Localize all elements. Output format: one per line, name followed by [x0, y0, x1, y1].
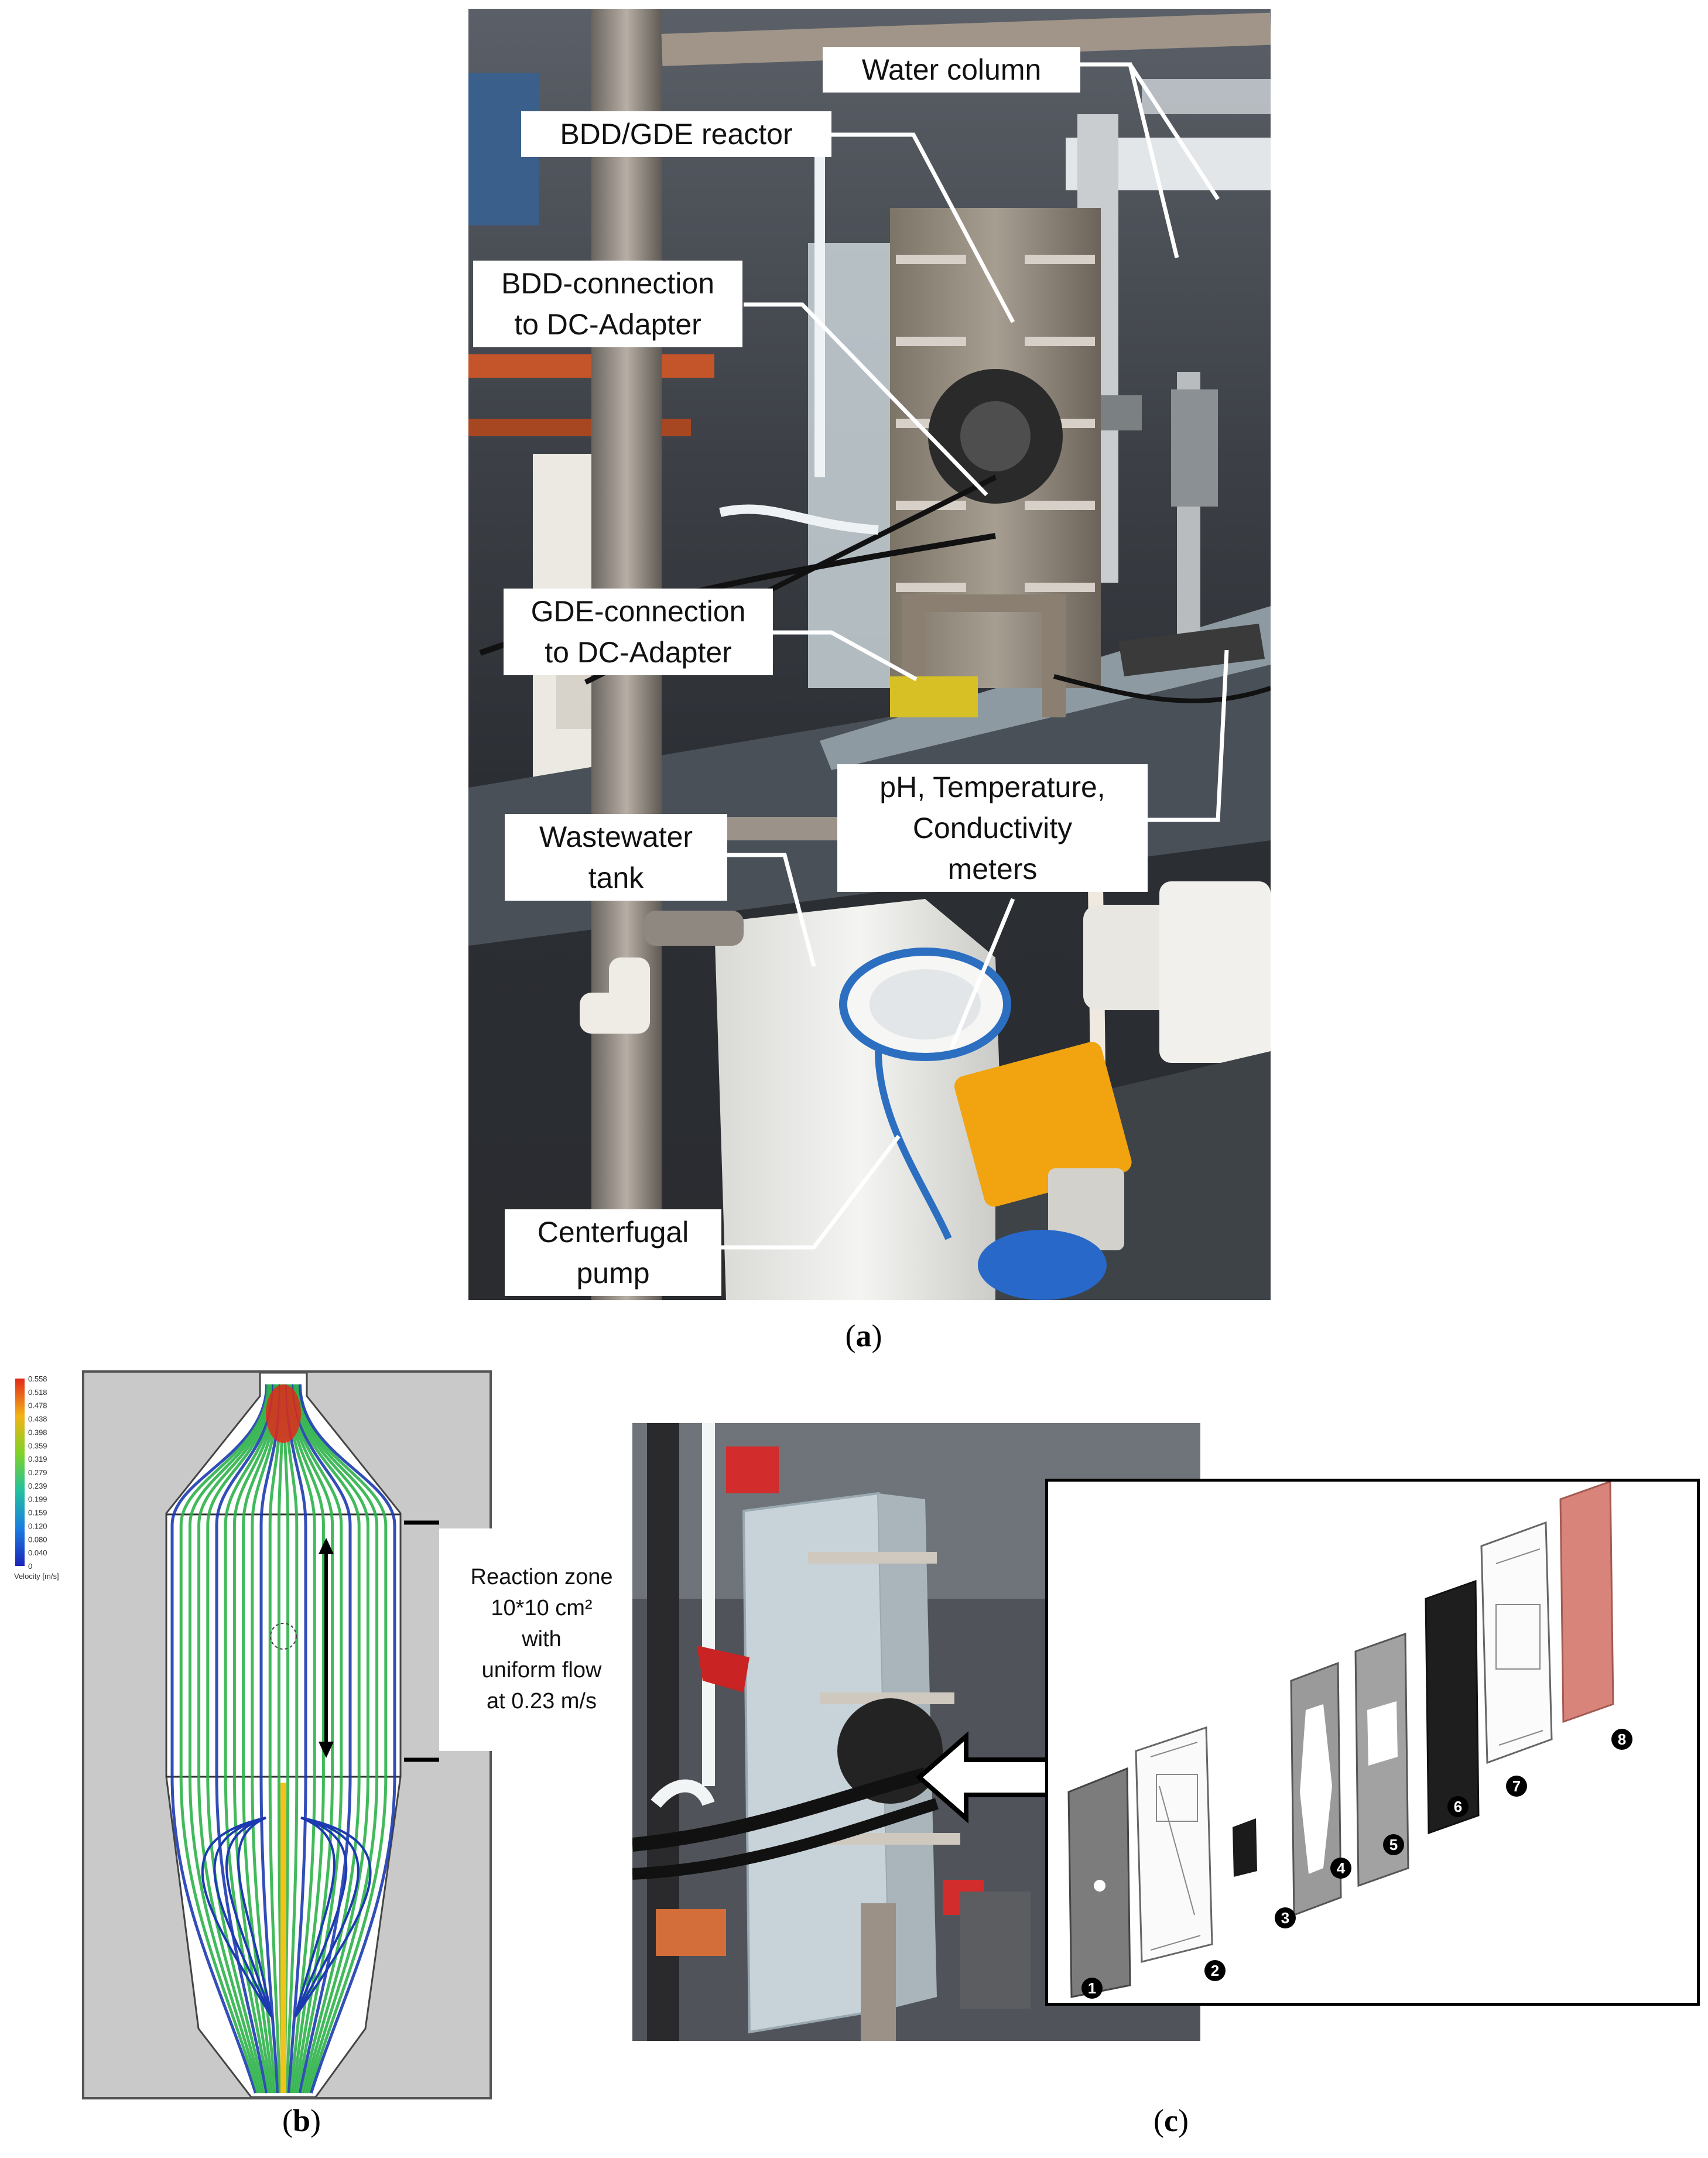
caption-b: (b): [282, 2103, 321, 2138]
recirculation-line: [201, 1817, 273, 2018]
legend-tick-label: 0.478: [28, 1401, 47, 1410]
part-number: 1: [1088, 1979, 1096, 1997]
rz-line2: 10*10 cm²: [491, 1596, 592, 1620]
streamline: [287, 1384, 325, 2094]
rz-line1: Reaction zone: [471, 1565, 613, 1589]
legend-colorbar: [15, 1379, 25, 1566]
streamline: [296, 1384, 379, 2094]
legend-tick-label: 0.199: [28, 1495, 47, 1504]
legend-tick-label: 0.040: [28, 1548, 47, 1557]
exploded-view: 1 2 3 4 5 6 7 8: [1045, 1479, 1700, 2006]
streamline: [299, 1384, 396, 2094]
label-wastewater-tank: Wastewater tank: [505, 814, 727, 901]
legend-tick-label: 0.080: [28, 1535, 47, 1544]
recirculation-line: [294, 1817, 336, 2017]
streamline: [289, 1384, 334, 2094]
part-6-gde: [1425, 1579, 1480, 1835]
part-3-electrode: [1233, 1818, 1257, 1877]
legend-tick-label: 0.319: [28, 1455, 47, 1463]
reaction-zone-callout: Reaction zone 10*10 cm² with uniform flo…: [404, 1520, 644, 1762]
legend-tick-label: 0.359: [28, 1441, 47, 1450]
rz-line4: uniform flow: [482, 1658, 602, 1682]
streamline: [293, 1384, 361, 2094]
rz-line5: at 0.23 m/s: [487, 1689, 597, 1714]
label-meters: pH, Temperature, Conductivity meters: [837, 764, 1148, 892]
streamline: [197, 1384, 272, 2094]
part-number: 5: [1389, 1836, 1398, 1853]
part-number: 8: [1618, 1730, 1626, 1748]
label-bdd-gde-reactor: BDD/GDE reactor: [521, 111, 831, 157]
part-number: 7: [1512, 1777, 1521, 1795]
legend-tick-label: 0.120: [28, 1521, 47, 1530]
streamline: [297, 1384, 388, 2094]
caption-a: (a): [845, 1318, 882, 1353]
legend-tick-label: 0.438: [28, 1415, 47, 1424]
streamline: [259, 1384, 282, 2094]
part-marker: [1447, 1796, 1469, 1817]
streamline: [268, 1384, 283, 2094]
part-marker: [1275, 1907, 1296, 1928]
streamline: [295, 1384, 369, 2094]
recirculation-line: [294, 1817, 360, 2017]
legend-title: Velocity [m/s]: [14, 1572, 59, 1581]
streamline: [188, 1384, 271, 2094]
streamline: [206, 1384, 274, 2094]
streamline: [290, 1384, 343, 2094]
streamline: [285, 1384, 307, 2094]
cfd-domain: [82, 1370, 492, 2099]
legend-tick-label: 0.398: [28, 1428, 47, 1437]
legend-tick-label: 0.159: [28, 1509, 47, 1517]
rz-line3: with: [521, 1627, 562, 1651]
streamline: [224, 1384, 276, 2094]
recirculation-line: [213, 1817, 273, 2017]
label-gde-connection: GDE-connection to DC-Adapter: [504, 589, 773, 675]
streamline: [215, 1384, 275, 2094]
part-7-frame: [1480, 1521, 1553, 1764]
part-marker: [1081, 1978, 1103, 1999]
legend-tick-label: 0.558: [28, 1374, 47, 1383]
streamline: [170, 1384, 268, 2094]
part-marker: [1383, 1834, 1404, 1855]
part-number: 2: [1211, 1962, 1219, 1979]
streamline: [242, 1384, 279, 2094]
recirculation-line: [294, 1817, 348, 2017]
caption-c: (c): [1154, 2103, 1189, 2138]
part-marker: [1330, 1858, 1351, 1879]
exploded-parts: 1 2 3 4 5 6 7 8: [1067, 1480, 1632, 1999]
recirculation-line: [294, 1817, 372, 2018]
part-8-endplate: [1559, 1480, 1614, 1723]
part-marker: [1611, 1729, 1632, 1750]
streamline: [292, 1384, 352, 2094]
streamline: [179, 1384, 270, 2094]
label-water-column: Water column: [823, 47, 1080, 93]
legend-tick-label: 0.279: [28, 1468, 47, 1477]
streamline: [232, 1384, 278, 2094]
part-number: 4: [1337, 1859, 1346, 1877]
legend-tick-label: 0.239: [28, 1482, 47, 1490]
part-marker: [1204, 1960, 1226, 1981]
label-centerfugal-pump: Centerfugal pump: [505, 1209, 721, 1296]
part-marker: [1506, 1776, 1527, 1797]
cfd-streamlines: [165, 1372, 402, 2098]
part-2-frame: [1135, 1726, 1213, 1963]
velocity-legend: 0.558 0.518 0.478 0.438 0.398 0.359 0.319 0.279…: [12, 1370, 76, 1587]
part-number: 3: [1281, 1909, 1289, 1927]
recirculation-line: [237, 1817, 273, 2017]
part-number: 6: [1454, 1798, 1462, 1815]
recirculation-line: [225, 1817, 273, 2017]
legend-tick-label: 0: [28, 1562, 32, 1571]
legend-tick-label: 0.518: [28, 1388, 47, 1397]
streamline: [283, 1384, 299, 2094]
label-bdd-connection: BDD-connection to DC-Adapter: [473, 261, 742, 347]
